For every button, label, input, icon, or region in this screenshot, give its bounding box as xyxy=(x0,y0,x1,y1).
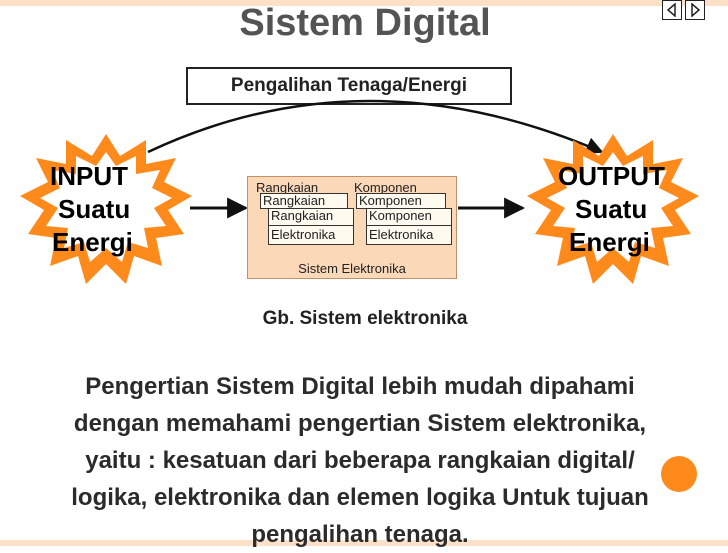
electronic-system-label: Sistem Elektronika xyxy=(298,261,406,276)
electronic-system-box: Rangkaian Komponen Rangkaian Komponen Ra… xyxy=(247,176,457,279)
front-left-label: Rangkaian xyxy=(271,208,334,223)
elektronika-right-label: Elektronika xyxy=(369,227,434,242)
slide-top-border xyxy=(0,0,728,6)
energy-transfer-arc xyxy=(147,99,604,154)
circuit-box-middle-left: Rangkaian xyxy=(260,193,348,209)
output-label-line1: OUTPUT xyxy=(558,161,665,191)
input-label-line3: Energi xyxy=(52,227,133,257)
middle-right-label: Komponen xyxy=(359,193,422,208)
paragraph-line-4: logika, elektronika dan elemen logika Un… xyxy=(71,484,649,511)
input-starburst xyxy=(20,134,192,284)
figure-caption: Gb. Sistem elektronika xyxy=(262,308,468,329)
component-box-middle-right: Komponen xyxy=(356,193,446,209)
component-box-front-right: Komponen xyxy=(366,208,452,226)
elektronika-left-label: Elektronika xyxy=(271,227,336,242)
circuit-box-front-left: Rangkaian xyxy=(268,208,354,226)
next-slide-icon xyxy=(691,3,701,17)
electronics-box-right: Elektronika xyxy=(366,225,452,245)
paragraph-line-2: dengan memahami pengertian Sistem elektr… xyxy=(73,410,647,437)
next-slide-button[interactable] xyxy=(685,0,705,20)
energy-transfer-label: Pengalihan Tenaga/Energi xyxy=(186,67,512,105)
output-starburst xyxy=(527,134,699,284)
back-left-label: Rangkaian xyxy=(256,180,319,195)
output-label-line3: Energi xyxy=(569,227,650,257)
middle-left-label: Rangkaian xyxy=(263,193,326,208)
output-label-line2: Suatu xyxy=(575,194,648,224)
back-right-label: Komponen xyxy=(354,180,417,195)
slide-bottom-border xyxy=(0,540,728,546)
electronics-box-left: Elektronika xyxy=(268,225,354,245)
paragraph-line-5: pengalihan tenaga. xyxy=(251,521,469,548)
paragraph-line-1: Pengertian Sistem Digital lebih mudah di… xyxy=(85,373,635,400)
prev-slide-button[interactable] xyxy=(662,0,682,20)
input-label-line2: Suatu xyxy=(58,194,131,224)
input-label-line1: INPUT xyxy=(50,161,128,191)
front-right-label: Komponen xyxy=(369,208,432,223)
paragraph-line-3: yaitu : kesatuan dari beberapa rangkaian… xyxy=(85,447,635,474)
orange-bullet-dot xyxy=(661,456,697,492)
definition-paragraph: Pengertian Sistem Digital lebih mudah di… xyxy=(10,368,710,553)
prev-slide-icon xyxy=(666,3,676,17)
slide-title: Sistem Digital xyxy=(239,2,491,44)
